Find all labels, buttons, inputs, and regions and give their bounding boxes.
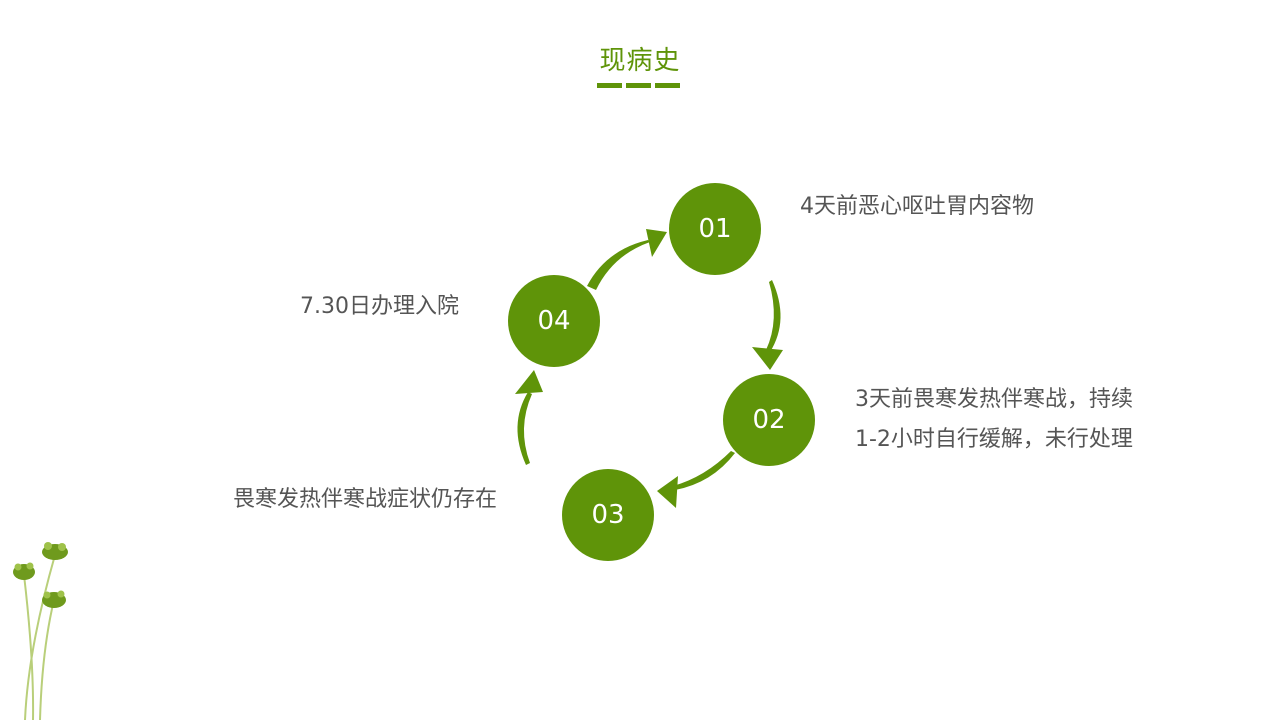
curved-arrow-icon [517,392,532,465]
underline-segment [626,83,651,88]
arrow-head-icon [657,476,678,508]
curved-arrow-icon [587,240,650,290]
curved-arrow-icon [673,451,735,490]
step-02-text: 3天前畏寒发热伴寒战，持续 1-2小时自行缓解，未行处理 [855,380,1133,460]
step-01-line-1: 4天前恶心呕吐胃内容物 [800,194,1034,219]
underline-segment [655,83,680,88]
step-node-04: 04 [508,275,600,367]
step-04-line-1: 7.30日办理入院 [300,294,459,319]
plant-decoration-icon [13,542,68,720]
step-node-02: 02 [723,374,815,466]
step-02-line-2: 1-2小时自行缓解，未行处理 [855,427,1133,452]
curved-arrow-icon [766,280,781,352]
step-04-text: 7.30日办理入院 [300,287,459,327]
step-02-line-1: 3天前畏寒发热伴寒战，持续 [855,387,1133,412]
arrow-head-icon [515,370,543,394]
step-03-line-1: 畏寒发热伴寒战症状仍存在 [233,487,498,512]
step-03-text: 畏寒发热伴寒战症状仍存在 [233,480,497,520]
title-underline [597,83,680,88]
page-title: 现病史 [599,46,681,76]
step-node-01: 01 [669,183,761,275]
step-node-03: 03 [562,469,654,561]
underline-segment [597,83,622,88]
arrow-head-icon [646,229,667,257]
step-01-text: 4天前恶心呕吐胃内容物 [800,187,1034,227]
arrow-head-icon [752,347,783,370]
